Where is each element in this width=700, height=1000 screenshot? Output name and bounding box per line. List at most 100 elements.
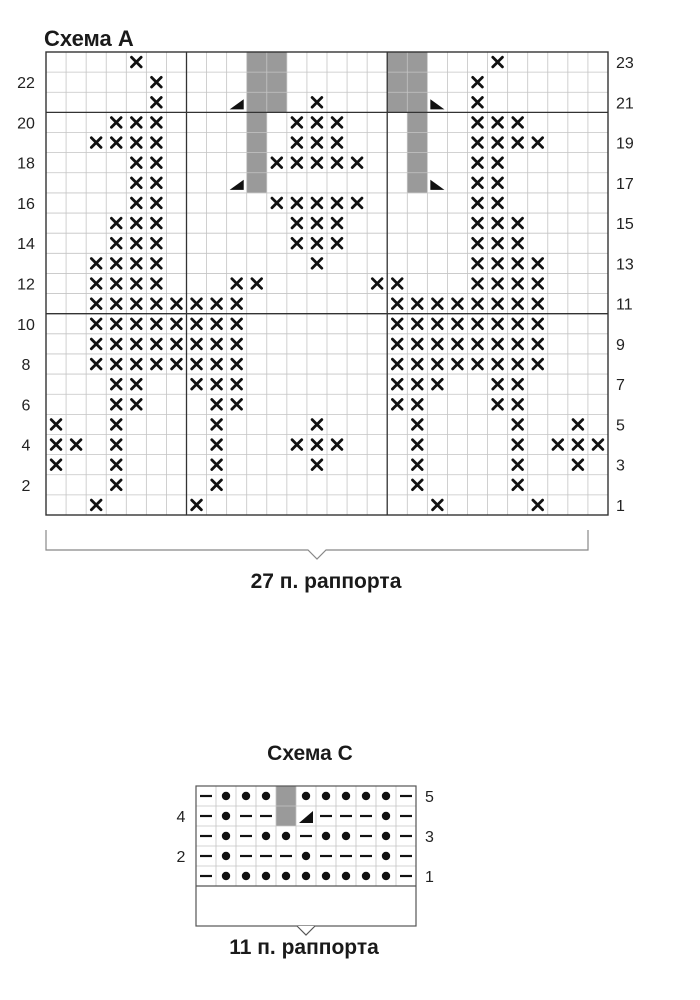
- row-number-right: 19: [616, 136, 634, 153]
- row-number-left: 22: [17, 75, 35, 92]
- contrast-color-stitch-x: [210, 458, 223, 471]
- contrast-color-stitch-x: [230, 337, 243, 351]
- purl-stitch-dot: [261, 871, 271, 881]
- contrast-color-stitch-x: [310, 418, 324, 431]
- contrast-color-stitch-x: [270, 156, 284, 169]
- purl-stitch-dot: [221, 811, 231, 821]
- contrast-color-stitch-x: [511, 277, 524, 290]
- contrast-color-stitch-x: [89, 337, 103, 351]
- purl-stitch-dot: [381, 831, 391, 841]
- gray-no-stitch-cell: [276, 786, 296, 806]
- contrast-color-stitch-x: [310, 136, 324, 149]
- scheme-a-title: Схема А: [44, 26, 134, 51]
- contrast-color-stitch-x: [491, 216, 504, 230]
- contrast-color-stitch-x: [89, 297, 103, 310]
- contrast-color-stitch-x: [531, 297, 544, 310]
- contrast-color-stitch-x: [411, 337, 424, 351]
- contrast-color-stitch-x: [431, 498, 444, 512]
- contrast-color-stitch-x: [471, 156, 484, 169]
- contrast-color-stitch-x: [471, 176, 484, 190]
- contrast-color-stitch-x: [130, 297, 143, 310]
- contrast-color-stitch-x: [130, 216, 143, 230]
- contrast-color-stitch-x: [210, 297, 223, 310]
- purl-stitch-dot: [281, 871, 291, 881]
- purl-stitch-dot: [341, 871, 351, 881]
- contrast-color-stitch-x: [531, 337, 544, 351]
- contrast-color-stitch-x: [110, 317, 123, 330]
- contrast-color-stitch-x: [210, 398, 223, 411]
- contrast-color-stitch-x: [531, 277, 544, 290]
- contrast-color-stitch-x: [391, 337, 404, 351]
- contrast-color-stitch-x: [290, 116, 304, 129]
- contrast-color-stitch-x: [330, 156, 344, 169]
- contrast-color-stitch-x: [110, 297, 123, 310]
- contrast-color-stitch-x: [411, 398, 424, 411]
- contrast-color-stitch-x: [110, 337, 123, 351]
- purl-stitch-dot: [221, 791, 231, 801]
- contrast-color-stitch-x: [471, 317, 484, 330]
- contrast-color-stitch-x: [471, 196, 484, 210]
- contrast-color-stitch-x: [451, 337, 464, 351]
- contrast-color-stitch-x: [511, 257, 524, 270]
- contrast-color-stitch-x: [411, 438, 424, 451]
- contrast-color-stitch-x: [551, 438, 565, 451]
- contrast-color-stitch-x: [471, 116, 484, 129]
- contrast-color-stitch-x: [110, 478, 123, 492]
- contrast-color-stitch-x: [471, 277, 484, 290]
- contrast-color-stitch-x: [431, 297, 444, 310]
- contrast-color-stitch-x: [110, 357, 123, 371]
- contrast-color-stitch-x: [431, 357, 444, 371]
- row-number-right: 3: [616, 458, 625, 475]
- contrast-color-stitch-x: [130, 337, 143, 351]
- contrast-color-stitch-x: [511, 398, 524, 411]
- contrast-color-stitch-x: [210, 418, 223, 431]
- purl-stitch-dot: [281, 831, 291, 841]
- contrast-color-stitch-x: [150, 357, 163, 371]
- contrast-color-stitch-x: [471, 136, 484, 149]
- row-number-left: 2: [177, 849, 186, 866]
- contrast-color-stitch-x: [411, 377, 424, 391]
- contrast-color-stitch-x: [531, 317, 544, 330]
- contrast-color-stitch-x: [310, 96, 324, 109]
- row-number-right: 15: [616, 216, 634, 233]
- contrast-color-stitch-x: [391, 377, 404, 391]
- contrast-color-stitch-x: [150, 237, 163, 250]
- contrast-color-stitch-x: [511, 317, 524, 330]
- contrast-color-stitch-x: [150, 136, 163, 149]
- contrast-color-stitch-x: [130, 398, 143, 411]
- purl-stitch-dot: [341, 791, 351, 801]
- contrast-color-stitch-x: [511, 418, 524, 431]
- contrast-color-stitch-x: [110, 277, 123, 290]
- contrast-color-stitch-x: [110, 418, 123, 431]
- contrast-color-stitch-x: [110, 136, 123, 149]
- contrast-color-stitch-x: [411, 297, 424, 310]
- purl-stitch-dot: [241, 791, 251, 801]
- contrast-color-stitch-x: [451, 317, 464, 330]
- contrast-color-stitch-x: [89, 498, 103, 512]
- contrast-color-stitch-x: [150, 257, 163, 270]
- contrast-color-stitch-x: [310, 196, 324, 210]
- contrast-color-stitch-x: [130, 156, 143, 169]
- contrast-color-stitch-x: [130, 237, 143, 250]
- row-number-left: 10: [17, 317, 35, 334]
- contrast-color-stitch-x: [150, 297, 163, 310]
- row-number-left: 4: [177, 809, 186, 826]
- contrast-color-stitch-x: [531, 257, 544, 270]
- repeat-bracket: [296, 925, 316, 936]
- contrast-color-stitch-x: [411, 458, 424, 471]
- contrast-color-stitch-x: [250, 277, 263, 290]
- contrast-color-stitch-x: [210, 377, 223, 391]
- contrast-color-stitch-x: [491, 317, 504, 330]
- contrast-color-stitch-x: [190, 317, 203, 330]
- contrast-color-stitch-x: [531, 357, 544, 371]
- contrast-color-stitch-x: [471, 237, 484, 250]
- contrast-color-stitch-x: [150, 317, 163, 330]
- contrast-color-stitch-x: [491, 297, 504, 310]
- purl-stitch-dot: [321, 871, 331, 881]
- contrast-color-stitch-x: [130, 277, 143, 290]
- contrast-color-stitch-x: [491, 116, 504, 129]
- chart-border: [45, 51, 609, 516]
- contrast-color-stitch-x: [511, 377, 524, 391]
- row-number-left: 4: [22, 438, 31, 455]
